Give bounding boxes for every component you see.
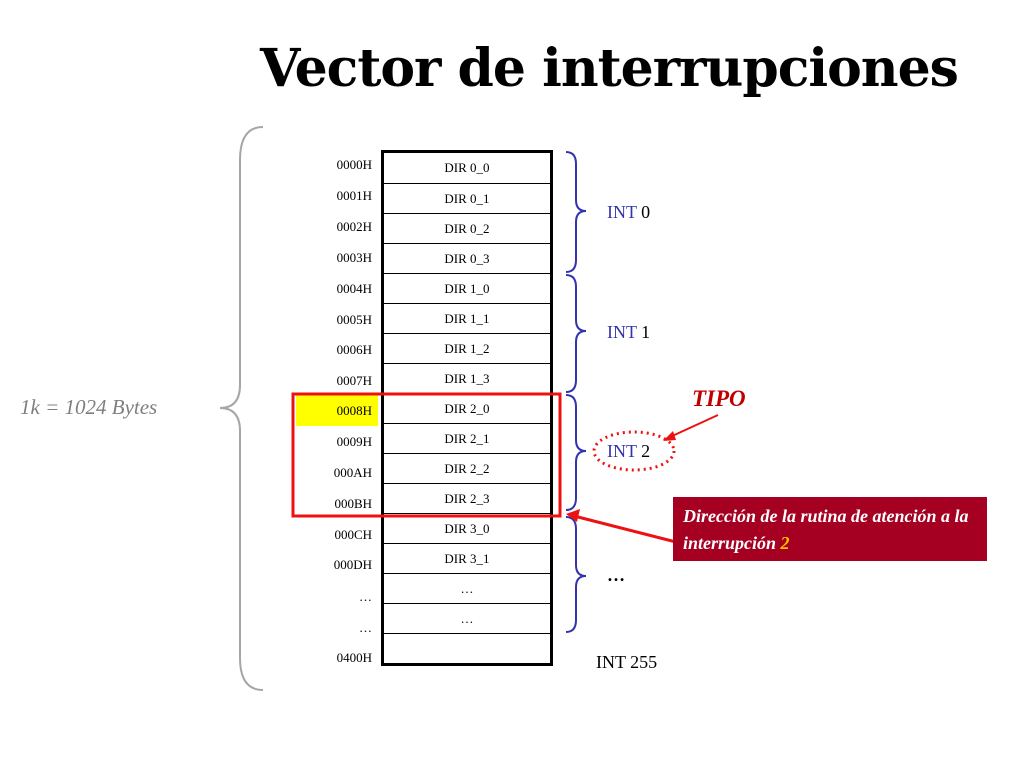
- address-label: 0008H: [336, 403, 372, 418]
- memory-cell: DIR 2_2: [384, 453, 550, 483]
- memory-cell: DIR 1_2: [384, 333, 550, 363]
- tipo-label: TIPO: [692, 386, 746, 411]
- tipo-arrow: [669, 414, 719, 438]
- address-label: 000CH: [334, 527, 372, 542]
- address-label: …: [359, 620, 372, 635]
- address-label: 0400H: [336, 650, 372, 665]
- address-label: 0000H: [336, 157, 372, 172]
- memory-table: DIR 0_0 DIR 0_1 DIR 0_2 DIR 0_3 DIR 1_0 …: [381, 150, 553, 666]
- memory-cell: DIR 3_1: [384, 543, 550, 573]
- callout-text: Dirección de la rutina de atención a la …: [683, 506, 969, 553]
- memory-cell: DIR 2_3: [384, 483, 550, 513]
- int2-label: INT 2: [607, 441, 650, 462]
- int-word: INT: [607, 322, 637, 342]
- memory-cell: DIR 1_3: [384, 363, 550, 393]
- address-label: …: [359, 589, 372, 604]
- memory-cell: DIR 0_0: [444, 160, 490, 175]
- address-label: 000AH: [333, 465, 372, 480]
- int0-label: INT 0: [607, 202, 650, 223]
- memory-cell: DIR 2_1: [384, 423, 550, 453]
- int0-brace: [565, 151, 587, 273]
- memory-cell: DIR 3_0: [384, 513, 550, 543]
- address-label: 000DH: [333, 557, 372, 572]
- size-brace: [219, 126, 264, 691]
- address-label: 0002H: [336, 219, 372, 234]
- memory-cell: DIR 0_2: [384, 213, 550, 243]
- more-interrupts-ellipsis: …: [607, 565, 625, 585]
- memory-cell: DIR 1_0: [384, 273, 550, 303]
- address-label: 0005H: [336, 312, 372, 327]
- memory-size-label: 1k = 1024 Bytes: [20, 395, 158, 419]
- int255-label: INT 255: [596, 652, 658, 672]
- int2-frame: [291, 392, 562, 518]
- int-word: INT: [607, 202, 637, 222]
- int-number: 0: [641, 202, 651, 222]
- slide-title: Vector de interrupciones: [260, 38, 959, 99]
- int2-brace: [565, 394, 587, 511]
- address-label: 0009H: [336, 434, 372, 449]
- address-label: 0006H: [336, 342, 372, 357]
- routine-address-callout: Dirección de la rutina de atención a la …: [673, 497, 987, 561]
- int-number: 1: [641, 322, 651, 342]
- memory-cell: …: [384, 603, 550, 633]
- int-number: 2: [641, 441, 651, 461]
- address-highlight: [296, 395, 378, 426]
- memory-cell: DIR 0_3: [384, 243, 550, 273]
- int-word: INT: [607, 441, 637, 461]
- callout-arrow: [577, 515, 677, 544]
- int1-brace: [565, 274, 587, 393]
- int2-ellipse: [592, 430, 676, 472]
- memory-cell: DIR 1_1: [384, 303, 550, 333]
- int1-label: INT 1: [607, 322, 650, 343]
- rest-brace: [565, 516, 587, 633]
- callout-highlight: 2: [780, 533, 790, 553]
- callout-arrowhead: [566, 509, 580, 522]
- tipo-arrowhead: [663, 431, 676, 441]
- address-label: 0001H: [336, 188, 372, 203]
- address-label: 0003H: [336, 250, 372, 265]
- memory-cell: DIR 0_1: [384, 183, 550, 213]
- address-label: 000BH: [334, 496, 372, 511]
- address-label: 0004H: [336, 281, 372, 296]
- address-label: 0007H: [336, 373, 372, 388]
- memory-cell: [384, 633, 550, 663]
- memory-cell: …: [384, 573, 550, 603]
